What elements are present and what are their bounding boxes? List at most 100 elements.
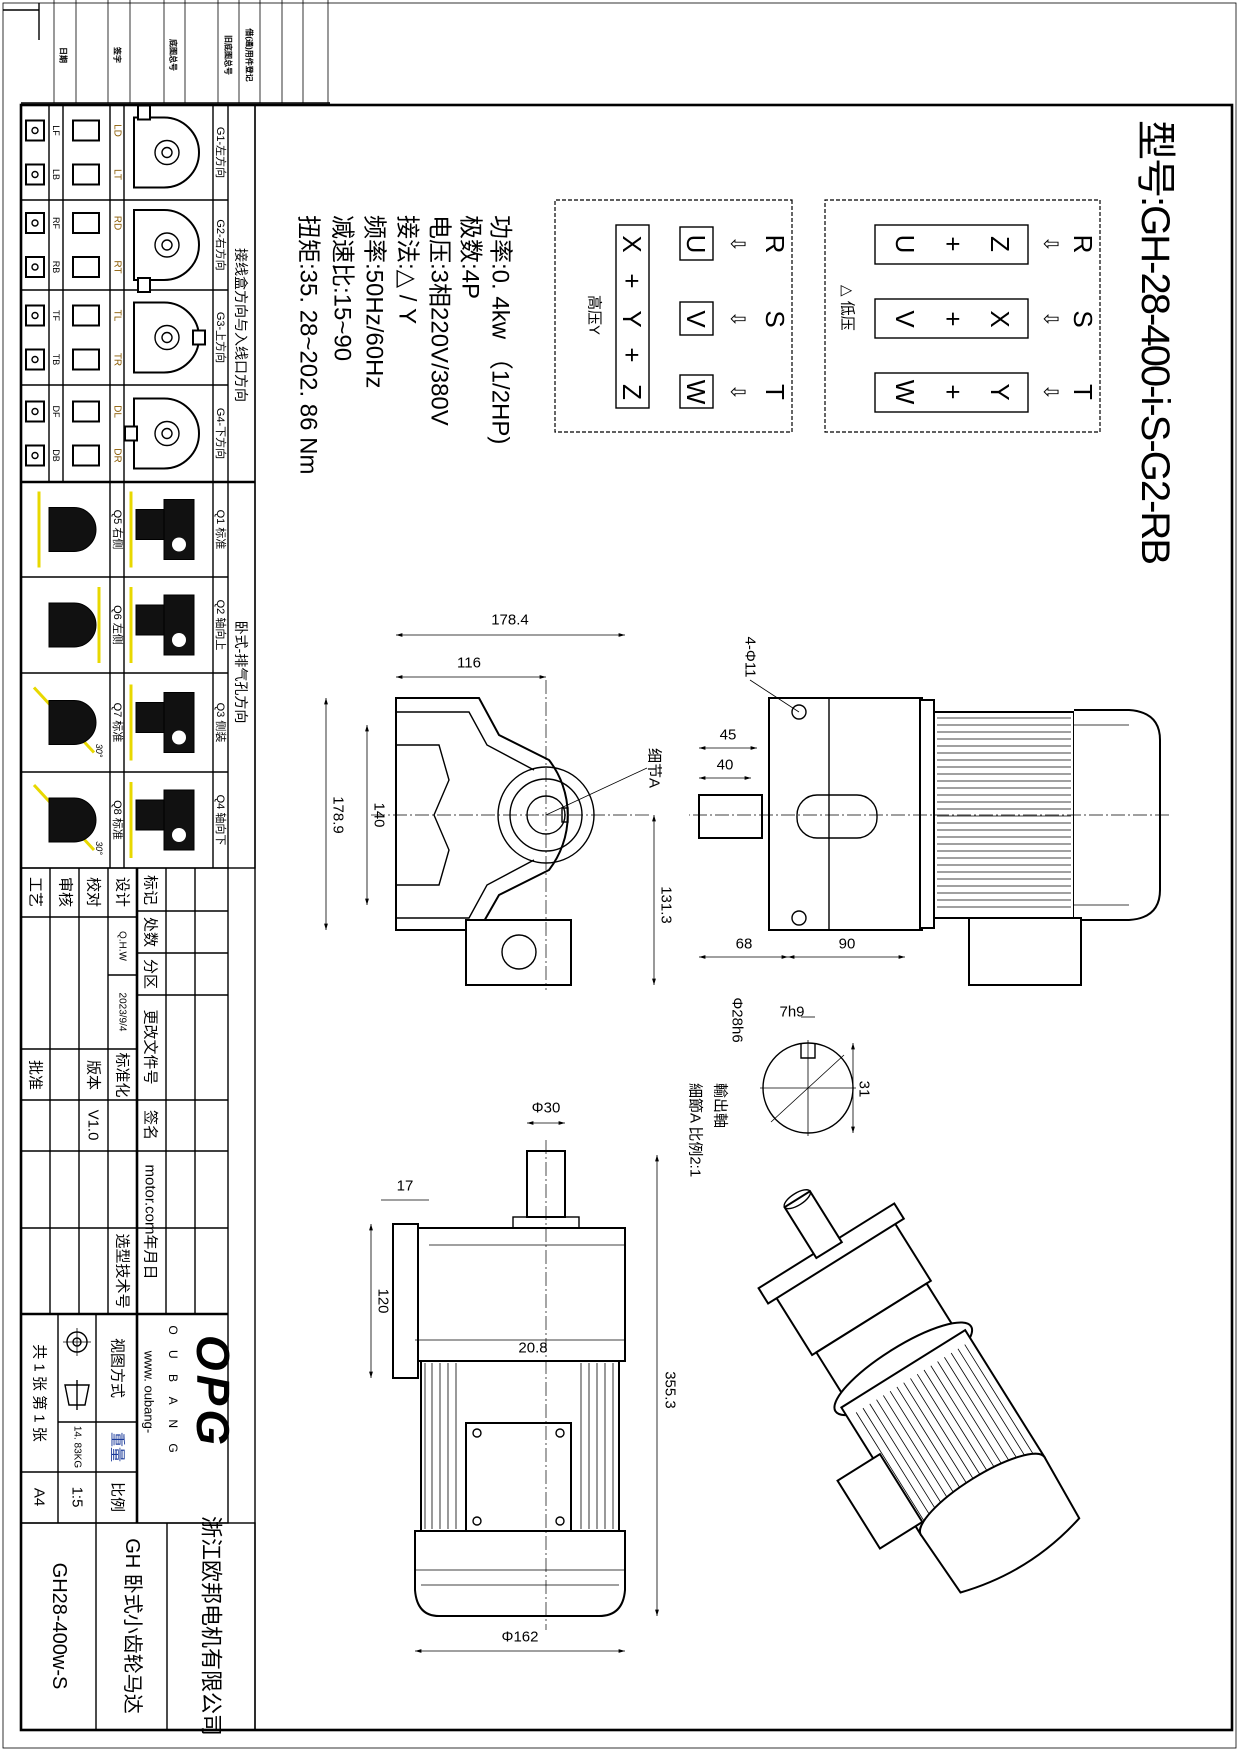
tb-sheets: 共 1 张 第 1 张: [31, 1344, 49, 1442]
motor-end-icon: [32, 783, 97, 852]
vent-position-label: Q8 标准: [111, 800, 125, 840]
fin-line: [889, 1390, 961, 1505]
gearbox-orientation-icon: [133, 301, 206, 374]
fin-line: [869, 1403, 941, 1517]
mini-gearbox-icon: [72, 256, 100, 278]
phase-label: R: [1068, 235, 1098, 254]
star-terminal: Y: [617, 310, 647, 327]
dim-key-width: 7h9: [779, 1004, 804, 1021]
terminal-label: W: [681, 380, 711, 405]
spec-frequency: 频率:50Hz/60Hz: [361, 215, 388, 388]
mini-gearbox-icon: [25, 400, 45, 423]
first-angle-projection-icon: [63, 1328, 91, 1410]
front-view: [369, 680, 649, 990]
dim-40: 40: [717, 757, 734, 774]
phase-label: R: [760, 235, 790, 254]
mini-gearbox-icon: [72, 348, 100, 371]
vent-position-label: Q5 右侧: [111, 510, 125, 550]
mini-shaft-icon: [31, 170, 39, 179]
mini-gearbox-icon: [72, 304, 100, 327]
low-voltage-label: △ 低压: [839, 285, 856, 331]
product-name: GH 卧式小齿轮马达: [121, 1538, 144, 1714]
dim-length: 355.3: [662, 1371, 679, 1409]
model-title: 型号:GH-28-400-i-S-G2-RB: [1133, 120, 1177, 565]
isometric-view: [757, 1189, 1081, 1594]
terminal-plus: +: [938, 384, 968, 399]
tb-paper: A4: [31, 1488, 48, 1506]
dim-center-height: 131.3: [658, 886, 675, 924]
orientation-code: DL: [112, 405, 123, 418]
website: www. oubang-: [142, 1350, 157, 1433]
tb-date: 2023/9/4: [117, 993, 128, 1032]
fin-line: [944, 1357, 1016, 1471]
dim-bolt-spacing: 140: [371, 802, 388, 827]
g-direction-label: G2-右方向: [214, 219, 228, 270]
mounting-table: 接线盒方向与入线口方向 卧式-排气孔方向 G1-左方向LDLFLTLBG2-右方…: [20, 104, 256, 869]
tb-approve: 批准: [27, 1060, 44, 1090]
top-strip-label: 借(通)用件登记: [245, 27, 255, 81]
dim-holes: 4-Φ11: [742, 637, 759, 678]
mini-gearbox-icon: [25, 163, 45, 186]
orientation-code: RD: [112, 216, 123, 230]
dim-motor-dia: Φ162: [502, 1629, 539, 1646]
fin-line: [855, 1412, 928, 1526]
dim-90: 90: [839, 936, 856, 953]
high-voltage-label: 高压Y: [586, 295, 603, 335]
tb-change-doc: 更改文件号: [142, 1009, 159, 1084]
fin-line: [957, 1348, 1029, 1462]
terminal-label: V: [681, 310, 711, 328]
tb-review: 审核: [57, 877, 74, 907]
tb-view-label: 视图方式: [109, 1338, 126, 1398]
tb-zone: 分区: [142, 959, 159, 989]
mini-gearbox-icon: [72, 400, 100, 423]
arrow-down-icon: ⇩: [1039, 236, 1061, 253]
terminal-label: X: [985, 310, 1015, 327]
side-view: [689, 697, 1169, 986]
dim-key-depth: 31: [856, 1081, 873, 1098]
tb-date-header: motor.com年月日: [142, 1164, 159, 1279]
dim-45: 45: [720, 727, 737, 744]
orientation-code: DB: [51, 449, 61, 462]
motor-mount-icon: [129, 491, 195, 568]
g-direction-label: G3-上方向: [214, 312, 228, 363]
top-strip-label: 底图总号: [169, 38, 179, 71]
tb-selection: 选型技术号: [114, 1233, 131, 1308]
mini-gearbox-icon: [72, 444, 100, 467]
mini-shaft-icon: [31, 263, 39, 271]
mini-gearbox-icon: [72, 212, 100, 234]
mini-shaft-icon: [31, 451, 39, 460]
terminal-box: [465, 1422, 572, 1532]
terminal-label: V: [890, 310, 920, 328]
phase-label: S: [760, 310, 790, 327]
crop-mark: [3, 3, 40, 40]
spec-voltage: 电压:3相220V/380V: [426, 215, 453, 426]
dim-width: 178.4: [491, 612, 529, 629]
spec-list: 功率:0. 4kw （1/2HP) 极数:4P 电压:3相220V/380V 接…: [295, 215, 514, 474]
fin-line: [882, 1395, 955, 1509]
terminal-box: [968, 917, 1082, 986]
brand-name: O U B A N G: [166, 1325, 180, 1458]
mini-gearbox-icon: [25, 119, 45, 142]
tb-version-label: 版本: [85, 1060, 102, 1090]
spec-connection: 接法:△ / Y: [394, 215, 421, 324]
mini-gearbox-icon: [25, 444, 45, 467]
tb-sign: 签名: [142, 1110, 159, 1140]
vent-position-label: Q7 标准: [111, 703, 125, 743]
mini-shaft-icon: [31, 311, 39, 320]
arrow-down-icon: ⇩: [726, 311, 748, 328]
vent-position-label: Q4 轴向下: [214, 795, 228, 846]
orientation-code: LT: [112, 169, 123, 180]
mini-shaft-icon: [31, 355, 39, 364]
tb-ratio: 1:5: [69, 1487, 86, 1508]
orientation-code: TF: [51, 310, 61, 321]
tilt-angle: 30°: [94, 744, 104, 758]
terminal-label: U: [890, 235, 920, 254]
top-strip-table: 日期 签字 底图总号 旧底图总号 借(通)用件登记: [21, 0, 330, 104]
drawing-number: GH28-400w-S: [48, 1563, 70, 1690]
orientation-code: LF: [51, 125, 61, 136]
tb-version: V1.0: [85, 1110, 102, 1141]
orientation-code: DF: [51, 406, 61, 418]
motor-mount-icon: [129, 684, 195, 761]
dim-shaft: Φ30: [532, 1100, 561, 1117]
motor-end-icon: [48, 587, 101, 663]
